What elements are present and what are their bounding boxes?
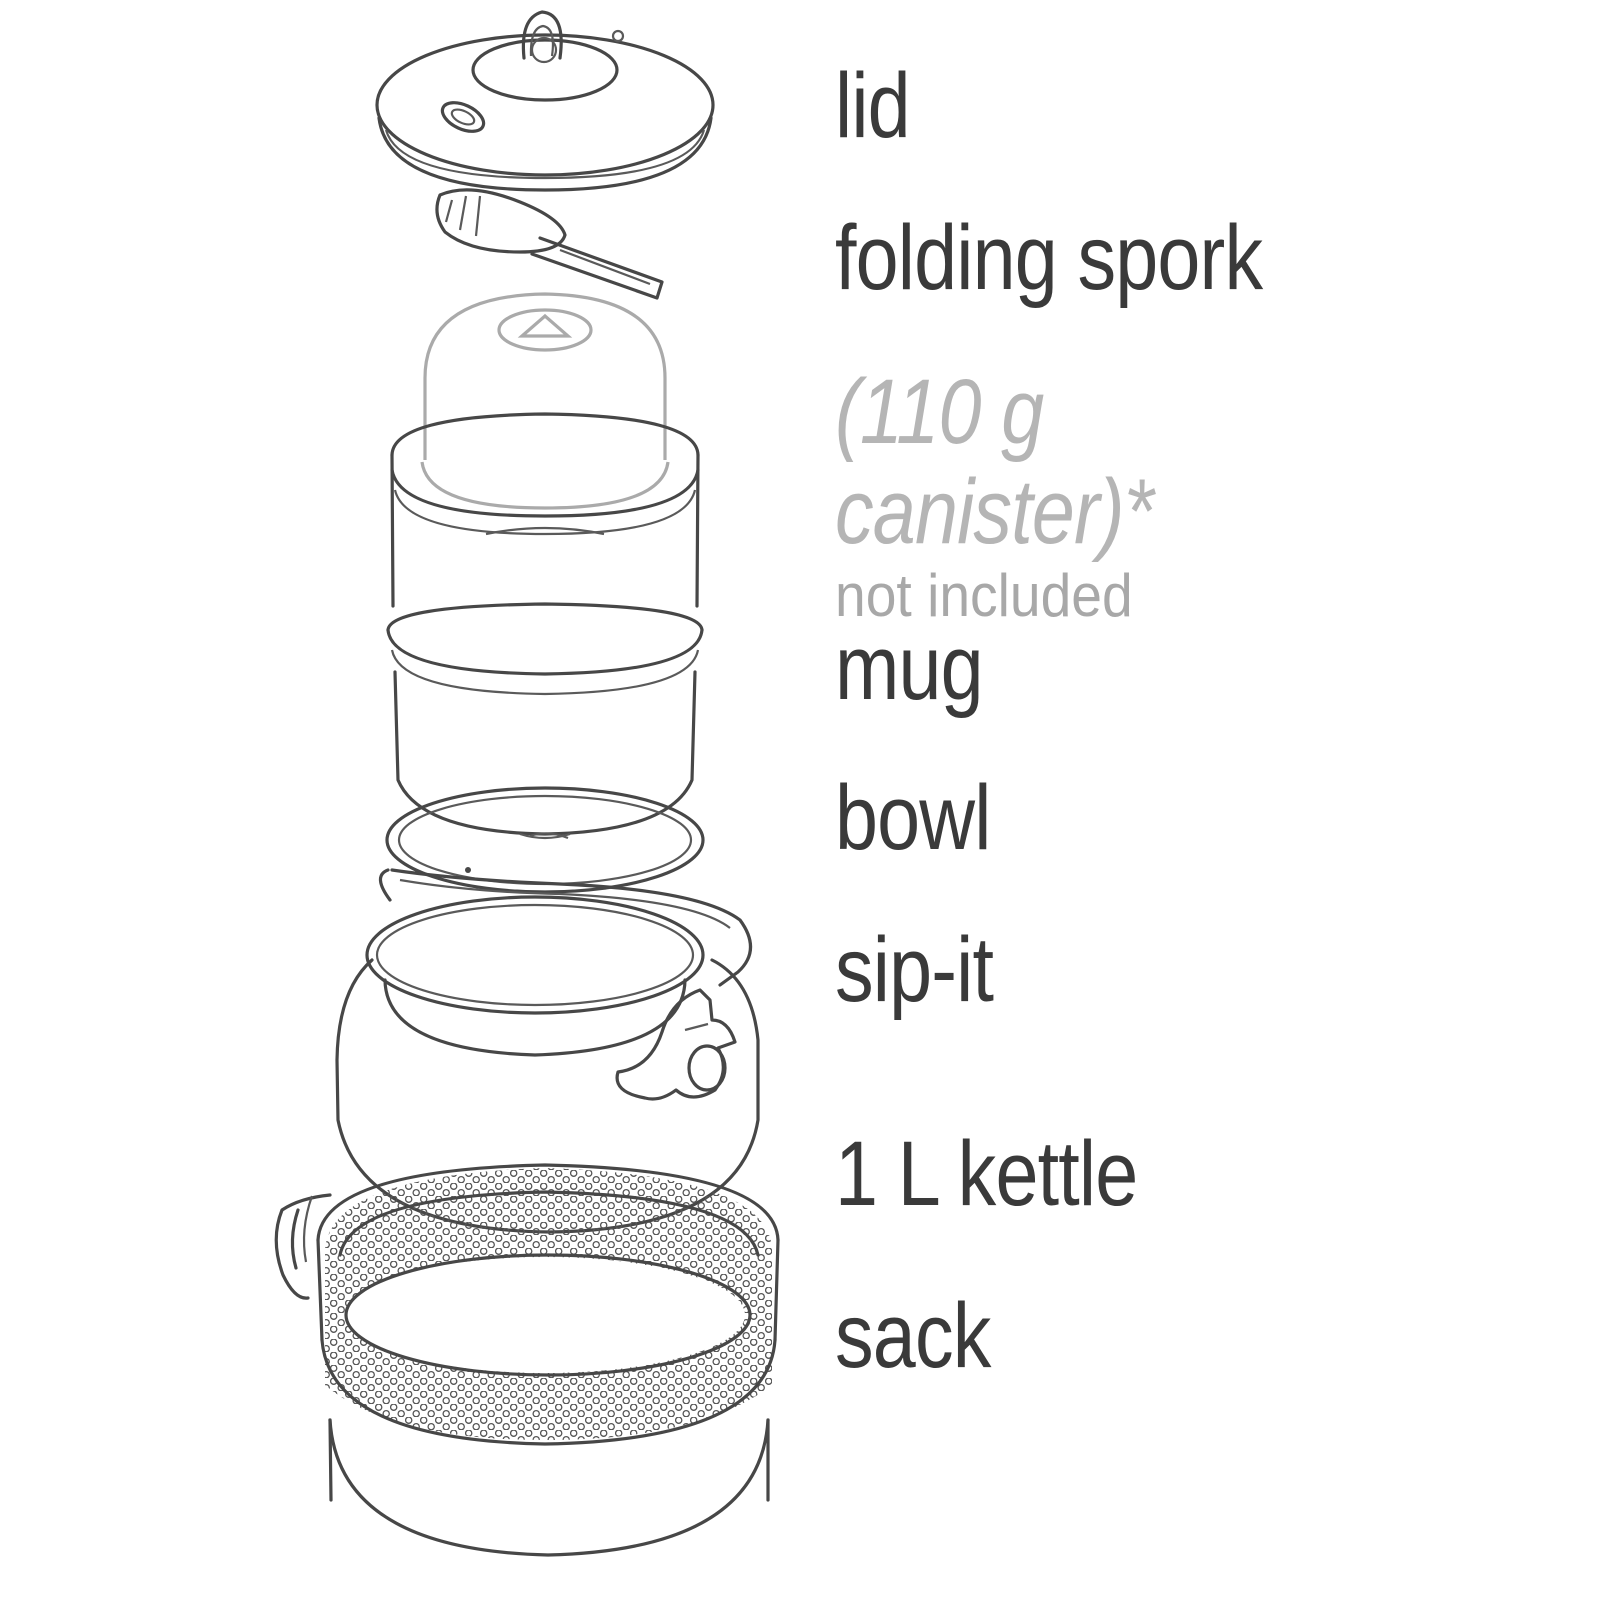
label-canister-line1: (110 g	[835, 361, 1044, 463]
label-sip-it: sip-it	[835, 919, 994, 1021]
lid-drawing	[375, 10, 715, 192]
label-not-included: not included	[835, 562, 1133, 629]
label-kettle: 1 L kettle	[835, 1123, 1138, 1225]
label-lid: lid	[835, 55, 911, 157]
mug-drawing	[390, 412, 700, 608]
label-canister-line2: canister)*	[835, 461, 1154, 563]
sack-drawing	[274, 1163, 780, 1557]
label-sack: sack	[835, 1285, 991, 1387]
label-folding-spork: folding spork	[835, 207, 1263, 309]
spork-drawing	[435, 188, 664, 300]
kettle-drawing	[335, 868, 760, 1234]
label-mug: mug	[835, 617, 984, 719]
label-bowl: bowl	[835, 767, 991, 869]
canister-drawing	[420, 292, 670, 510]
bowl-drawing	[386, 602, 704, 840]
